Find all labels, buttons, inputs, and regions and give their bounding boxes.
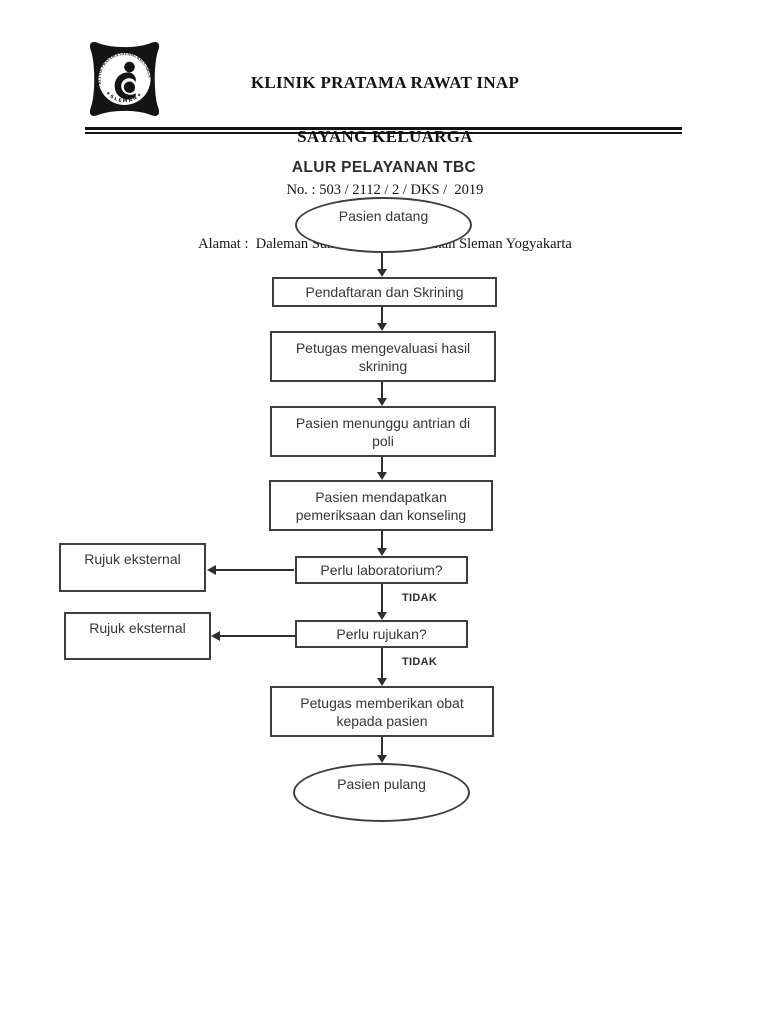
flow-start-ellipse: Pasien datang [295, 197, 472, 253]
edge-label-tidak-2: TIDAK [402, 656, 438, 668]
arrow-down-5 [377, 531, 387, 556]
flow-box-external-referral-1: Rujuk eksternal [59, 543, 206, 592]
flow-end-ellipse: Pasien pulang [293, 763, 470, 822]
arrowhead-down-icon [377, 548, 387, 556]
flow-box-external-referral-2: Rujuk eksternal [64, 612, 211, 660]
arrow-left-2 [211, 631, 296, 641]
arrow-down-8 [377, 737, 387, 763]
arrowhead-down-icon [377, 398, 387, 406]
arrow-down-3 [377, 382, 387, 406]
arrowhead-left-icon [211, 631, 220, 641]
arrow-down-4 [377, 457, 387, 480]
arrowhead-down-icon [377, 755, 387, 763]
arrowhead-down-icon [377, 472, 387, 480]
clinic-logo: KLINIK PRATAMA SAYANG KELUARGA ★ S L E M… [89, 42, 160, 116]
flow-box-evaluation: Petugas mengevaluasi hasil skrining [270, 331, 496, 382]
flowchart-title: ALUR PELAYANAN TBC [291, 159, 477, 176]
flow-decision-laboratory: Perlu laboratorium? [295, 556, 468, 584]
edge-label-tidak-1: TIDAK [402, 592, 438, 604]
arrowhead-left-icon [207, 565, 216, 575]
flow-box-registration: Pendaftaran dan Skrining [272, 277, 497, 307]
arrow-down-1 [377, 253, 387, 277]
arrow-down-2 [377, 307, 387, 331]
flow-decision-referral: Perlu rujukan? [295, 620, 468, 648]
letter-number: No. : 503 / 2112 / 2 / DKS / 2019 [286, 182, 484, 198]
arrow-left-1 [207, 565, 294, 575]
header-divider [85, 127, 682, 134]
flow-box-waiting: Pasien menunggu antrian di poli [270, 406, 496, 457]
arrow-down-7 [377, 648, 387, 686]
arrowhead-down-icon [377, 678, 387, 686]
arrowhead-down-icon [377, 612, 387, 620]
arrowhead-down-icon [377, 269, 387, 277]
arrow-down-6 [377, 584, 387, 620]
clinic-name-line1: KLINIK PRATAMA RAWAT INAP [250, 73, 520, 92]
arrowhead-down-icon [377, 323, 387, 331]
flow-box-examination: Pasien mendapatkan pemeriksaan dan konse… [269, 480, 493, 531]
flow-box-medicine: Petugas memberikan obat kepada pasien [270, 686, 494, 737]
logo-figure [114, 61, 136, 100]
